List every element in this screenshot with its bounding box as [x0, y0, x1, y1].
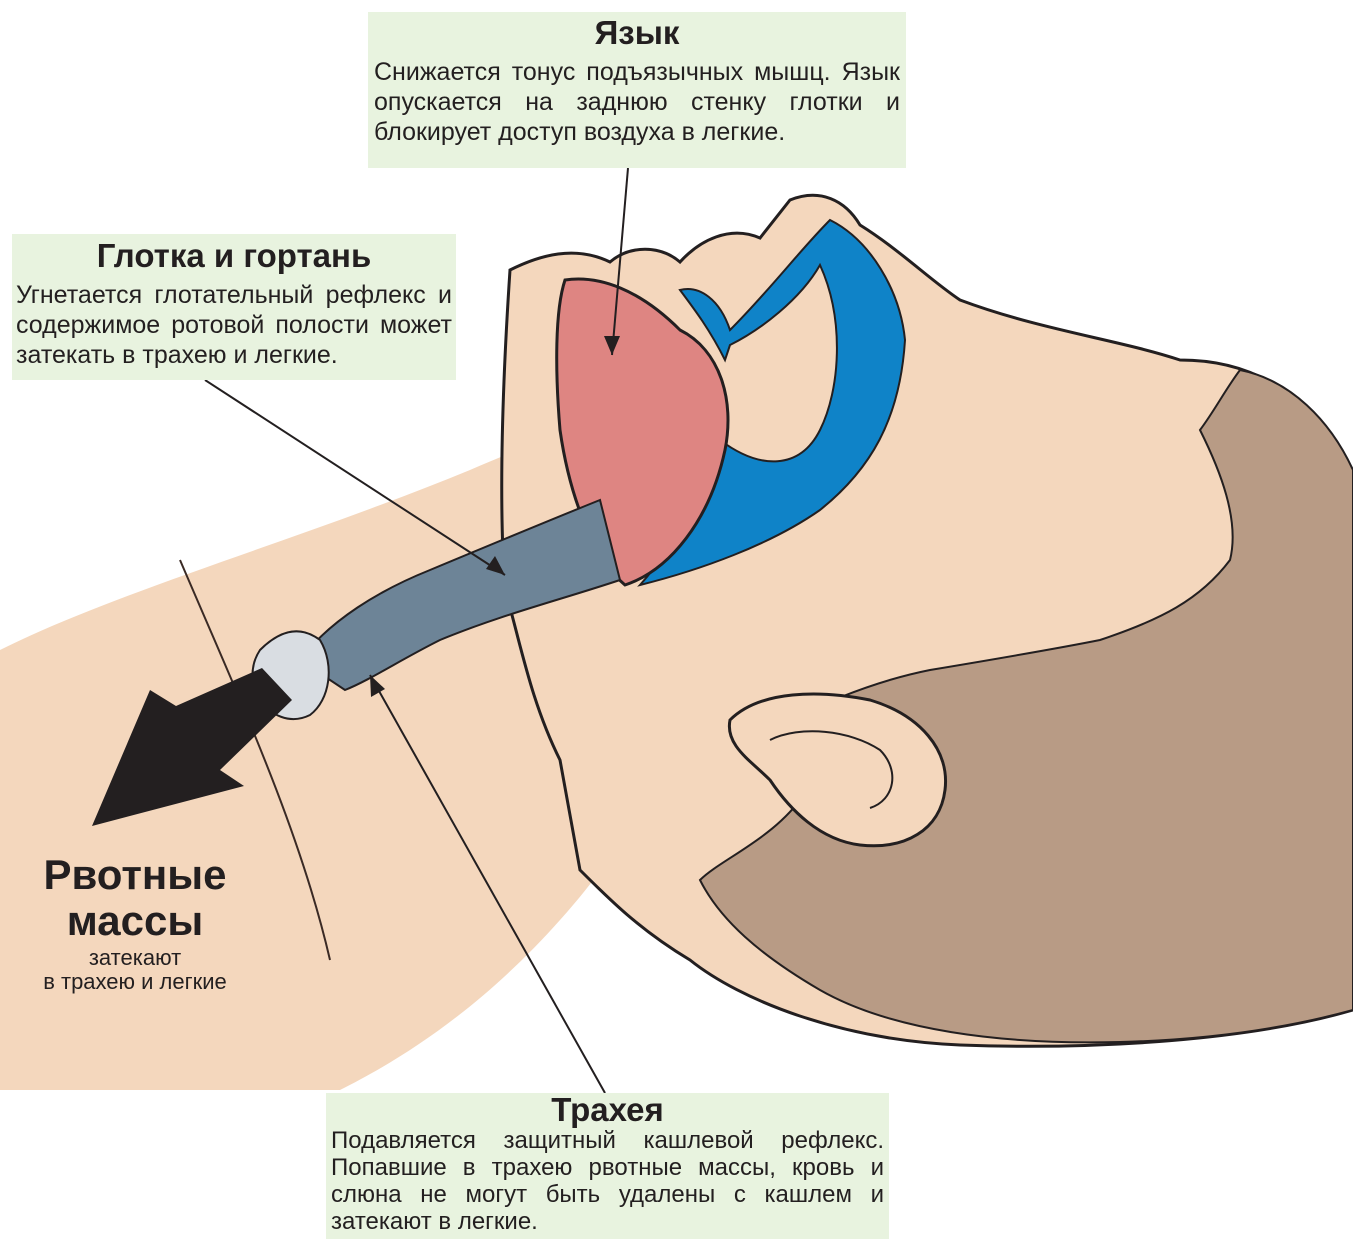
vomit-sub-line2: в трахею и легкие — [10, 972, 260, 992]
pharynx-title: Глотка и гортань — [16, 236, 452, 276]
pharynx-text: Угнетается глотательный рефлекс и содерж… — [16, 280, 452, 370]
trachea-text: Подавляется защитный кашлевой рефлекс. П… — [331, 1127, 884, 1235]
vomit-title-line2: массы — [10, 898, 260, 944]
tongue-text: Снижается тонус подъязычных мышц. Язык о… — [374, 57, 900, 147]
tongue-title: Язык — [374, 16, 900, 51]
tongue-callout: Язык Снижается тонус подъязычных мышц. Я… — [368, 12, 906, 168]
vomit-sub-line1: затекают — [10, 948, 260, 968]
vomit-label: Рвотные массы затекают в трахею и легкие — [10, 852, 260, 992]
vomit-title-line1: Рвотные — [10, 852, 260, 898]
trachea-title: Трахея — [331, 1093, 884, 1127]
trachea-callout: Трахея Подавляется защитный кашлевой реф… — [326, 1093, 889, 1239]
pharynx-callout: Глотка и гортань Угнетается глотательный… — [12, 234, 456, 380]
